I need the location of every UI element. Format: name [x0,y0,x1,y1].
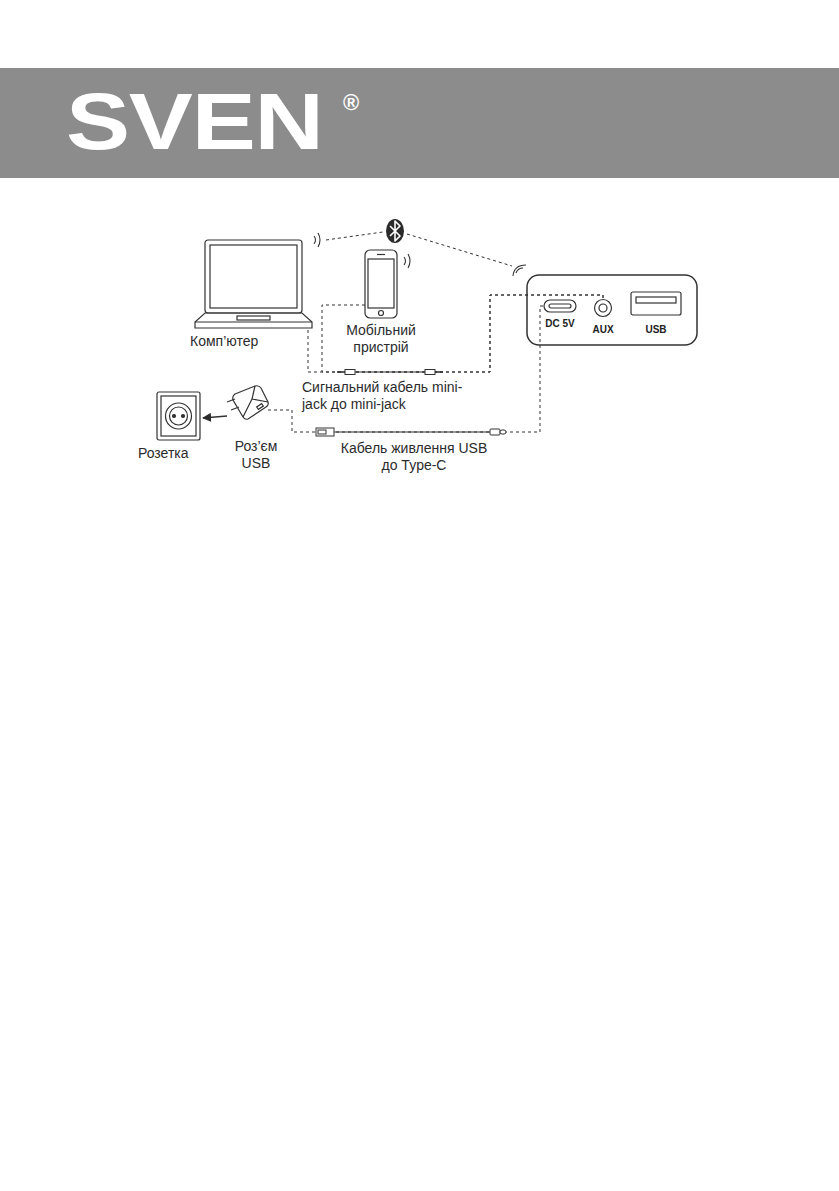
computer: Комп’ютер [195,240,312,330]
mobile-device: Мобільний пристрій [365,250,397,318]
cable-connector [322,295,603,372]
usb-stroke [636,297,676,303]
device-label: Комп’ютер [190,333,300,350]
aux-stroke [599,304,607,312]
dc-stroke [544,300,576,312]
plug-arrow [203,416,227,418]
socket-icon [157,392,200,440]
socket-stroke [182,415,185,418]
adapter-stroke [243,386,268,417]
bluetooth-link [326,232,512,266]
dc-stroke [549,304,571,308]
socket-stroke [170,407,188,425]
usb-adapter: Роз’єм USB [225,385,268,420]
cable-label: Кабель живлення USB до Type-C [339,440,489,474]
phone-icon [365,250,397,318]
socket-stroke [161,396,196,436]
device-label: Мобільний пристрій [331,322,431,356]
device-label: Роз’єм USB [226,438,286,472]
device-label: Розетка [138,445,218,462]
aux-stroke [595,300,612,317]
laptop-stroke [210,245,297,308]
laptop-stroke [237,316,270,320]
adapter-stroke [227,399,235,402]
registered-mark: ® [343,92,359,114]
adapter-stroke [233,386,269,420]
adapter-icon [225,385,268,420]
bluetooth-symbol [386,219,404,243]
wall-socket: Розетка [157,392,200,440]
cable-label: Сигнальний кабель mini-jack до mini-jack [302,379,482,413]
usb-icon [631,292,681,315]
laptop-stroke [195,321,312,322]
cable-connector [268,306,544,432]
speaker-panel [527,275,697,345]
minijack-cable [337,370,443,375]
usb-typec-cable [316,428,506,436]
usb-stroke [631,292,681,315]
port-label: AUX [578,324,628,335]
phone-stroke [365,250,397,318]
laptop-stroke [205,240,302,313]
brand-logo: SVEN [66,82,323,162]
phone-stroke [379,311,384,316]
adapter-stroke [257,404,264,410]
wireless-waves [314,233,526,276]
phone-stroke [377,254,385,255]
socket-stroke [173,415,176,418]
cable-connector [308,295,603,372]
adapter-stroke [231,407,239,410]
dc-icon [544,300,576,312]
phone-stroke [368,259,394,308]
dc-port: DC 5V [544,300,576,312]
aux-icon [594,299,612,317]
laptop-stroke [195,313,312,328]
laptop-icon [195,240,312,330]
usb-port: USB [631,292,681,315]
socket-stroke [157,392,200,440]
socket-stroke [166,403,192,429]
port-label: USB [626,324,686,335]
aux-port: AUX [594,299,612,317]
port-label: DC 5V [535,318,585,329]
